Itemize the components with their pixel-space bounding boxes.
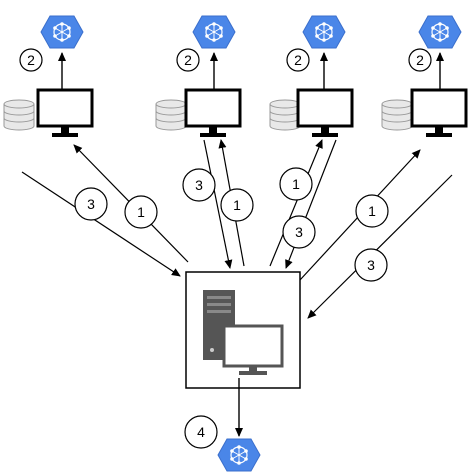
client-2-model-download-arrow [203, 139, 233, 269]
svg-text:2: 2 [416, 52, 424, 68]
client-4-monitor-icon [410, 88, 468, 139]
client-3-network-icon [302, 15, 346, 49]
client-4-network-icon [418, 15, 462, 49]
svg-text:1: 1 [137, 204, 145, 220]
svg-text:3: 3 [295, 224, 303, 240]
client-1-database-icon [3, 99, 35, 131]
client-4-step-1-label: 1 [355, 194, 389, 228]
server-monitor-icon [222, 324, 284, 375]
client-1-step-2-label: 2 [19, 48, 43, 72]
client-1-network-icon [40, 15, 84, 49]
client-4-step-3-label: 3 [354, 248, 388, 282]
client-4-model-download-arrow [307, 174, 453, 319]
client-3-database-icon [269, 99, 301, 131]
client-2-step-2-label: 2 [176, 48, 200, 72]
svg-text:2: 2 [27, 52, 35, 68]
svg-text:3: 3 [367, 257, 375, 273]
client-2-database-icon [155, 99, 187, 131]
client-2-step-1-label: 1 [220, 188, 254, 222]
client-3-step-1-label: 1 [279, 167, 313, 201]
svg-text:1: 1 [368, 203, 376, 219]
client-1-step-1-label: 1 [124, 195, 158, 229]
client-2-step-3-label: 3 [182, 168, 216, 202]
client-1-step-3-label: 3 [74, 187, 108, 221]
svg-text:2: 2 [294, 52, 302, 68]
svg-text:2: 2 [184, 52, 192, 68]
client-1-monitor-icon [36, 88, 94, 139]
client-4-database-icon [381, 99, 413, 131]
client-4-step-2-label: 2 [408, 48, 432, 72]
client-1-model-download-arrow [21, 171, 181, 277]
client-3-model-upload-arrow [269, 139, 323, 267]
client-3-monitor-icon [296, 88, 354, 139]
client-3-step-3-label: 3 [282, 215, 316, 249]
svg-text:3: 3 [87, 196, 95, 212]
svg-text:1: 1 [292, 176, 300, 192]
svg-text:1: 1 [233, 197, 241, 213]
client-2-network-icon [192, 15, 236, 49]
server-step-4-label: 4 [184, 415, 218, 449]
svg-text:3: 3 [195, 177, 203, 193]
client-2-monitor-icon [184, 88, 242, 139]
client-3-step-2-label: 2 [286, 48, 310, 72]
global-network-icon [217, 438, 261, 472]
svg-text:4: 4 [197, 424, 205, 440]
